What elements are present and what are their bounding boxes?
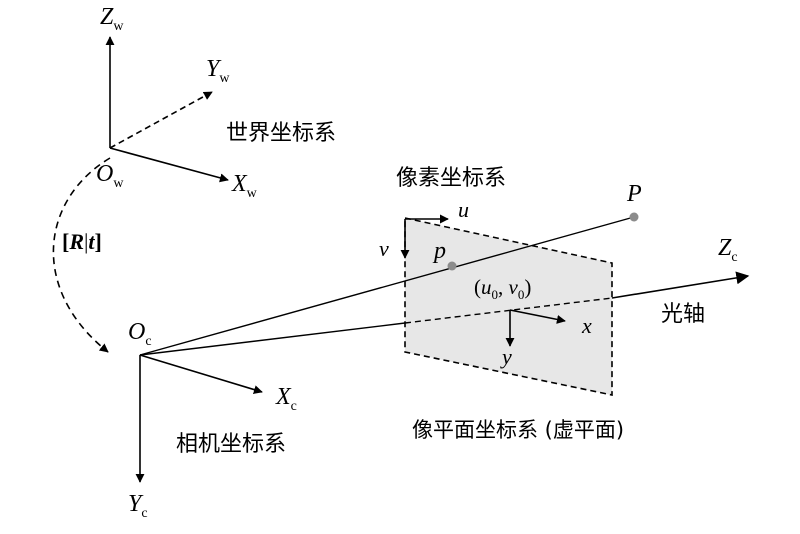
world-point-dot: [629, 212, 639, 222]
pixel-u-label: u: [458, 197, 469, 222]
camera-y-label: Yc: [128, 491, 148, 521]
optical-axis-back: [611, 271, 750, 299]
optical-axis-hidden: [404, 297, 613, 324]
world-x-label: Xw: [231, 171, 258, 201]
image-x-label: x: [581, 313, 592, 338]
transform-arc: [52, 157, 111, 353]
world-point-label: P: [626, 181, 642, 207]
image-y-label: y: [500, 344, 512, 369]
image-x-axis: [509, 309, 566, 324]
transform-label: [R|t]: [62, 229, 102, 254]
world-y-label: Yw: [206, 56, 230, 86]
camera-x-label: Xc: [275, 384, 297, 414]
optical-axis-front: [139, 322, 406, 356]
world-x-axis: [109, 147, 229, 183]
image-plane: [404, 217, 613, 396]
camera-origin-label: Oc: [128, 319, 152, 349]
optical-axis-label: 光轴: [661, 302, 705, 327]
camera-x-axis: [139, 354, 263, 394]
image-plane-name: 像平面坐标系 (虚平面): [412, 418, 624, 442]
projection-ray: [139, 216, 635, 356]
image-point-dot: [447, 261, 457, 271]
world-y-axis: [109, 91, 213, 149]
image-point-label: p: [432, 238, 446, 264]
camera-z-label: Zc: [718, 235, 738, 265]
pixel-frame-name: 像素坐标系: [396, 166, 506, 191]
world-frame-name: 世界坐标系: [226, 121, 336, 146]
camera-frame-name: 相机坐标系: [176, 432, 286, 457]
world-z-label: Zw: [100, 4, 124, 34]
principal-point-label: (u0, v0): [474, 275, 531, 302]
world-origin-label: Ow: [96, 161, 124, 191]
pixel-v-label: v: [379, 236, 389, 261]
